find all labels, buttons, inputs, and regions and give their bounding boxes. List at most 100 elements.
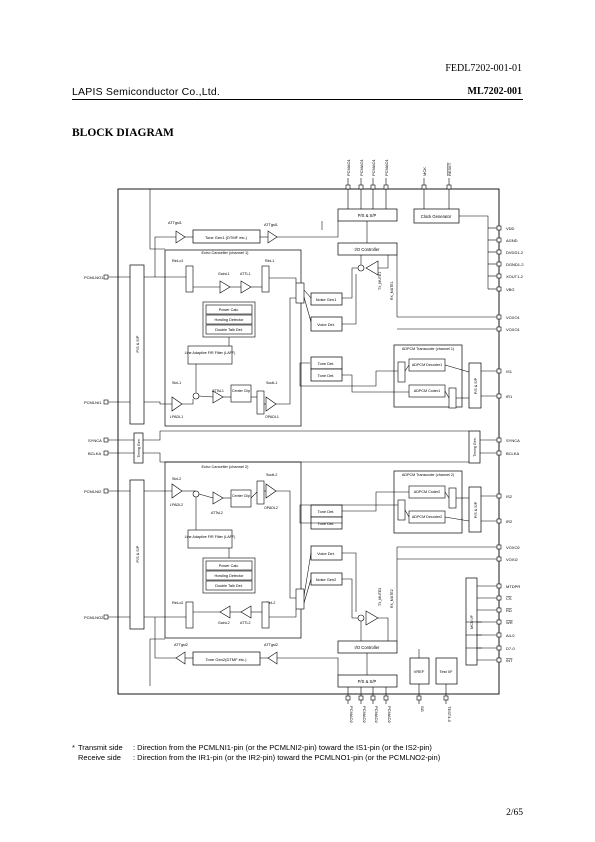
lpad-l1-amp [171, 396, 183, 412]
power-calc1-block [205, 304, 253, 315]
svg-text:MCK: MCK [422, 167, 427, 176]
att-l1-amp [240, 280, 252, 294]
double-talk-det1-block [205, 324, 253, 335]
pin-d7-0: D7-0 [477, 645, 515, 651]
adpcm1-left-box [397, 361, 406, 383]
svg-text:D7-0: D7-0 [506, 646, 515, 651]
double-talk-det2-block [205, 580, 253, 591]
adpcm-coder1-label: ADPCM Coder1 [414, 389, 440, 393]
gain-l2-amp [219, 605, 231, 619]
pin-pcmlni1: PCMLNI1 [84, 399, 130, 405]
top-pins: PCMAO1 PCMAO1 PCMAO1 PCMAO1 MCK RESET [345, 158, 452, 209]
sout-l1-label: SoutL1 [266, 381, 277, 385]
howling-detector2-label: Howling Detector [215, 574, 245, 578]
note-transmit: *Transmit side: Direction from the PCMLN… [72, 743, 440, 753]
io-controller-top-block [337, 242, 398, 256]
howling-detector1-block [205, 314, 253, 325]
adpcm2-left-box [397, 499, 406, 521]
sin-l1-label: SinL1 [172, 381, 181, 385]
laff2-block [187, 529, 233, 549]
att-l2-label: ATTL2 [240, 621, 251, 625]
noise-gen1-block [310, 292, 343, 306]
rinl1-label: RinL1 [265, 259, 274, 263]
sum-node-tx1 [357, 264, 365, 272]
pin-pcmao1-c: PCMAO1 [370, 158, 376, 209]
sout-box2 [256, 480, 265, 505]
note-text: : Direction from the IR1-pin (or the IR2… [133, 753, 441, 762]
note-receive: Receive side : Direction from the IR1-pin… [72, 753, 440, 763]
svg-text:PCMLNO2: PCMLNO2 [84, 615, 104, 620]
header-rule [72, 99, 523, 100]
pin-ir2: IR2 [481, 518, 513, 524]
svg-text:XOUT1-2: XOUT1-2 [506, 274, 524, 279]
howling-detector2-block [205, 570, 253, 581]
svg-text:DVDD1-2: DVDD1-2 [506, 250, 524, 255]
opad-l2-label: OPADL2 [264, 506, 278, 510]
svg-text:PCMAO2: PCMAO2 [387, 706, 392, 724]
pin-pcmao2-a: PCMAO2 [345, 687, 354, 724]
pin-pcmao1-d: PCMAO1 [383, 158, 389, 209]
pin-pcmlni2: PCMLNI2 [84, 488, 130, 494]
att-l2-amp [240, 605, 252, 619]
pin-dvdd: DVDD1-2 [488, 249, 524, 255]
lpad-l1-label: LPADL1 [170, 415, 183, 419]
double-talk-det2-label: Double Talk Det. [215, 584, 243, 588]
svg-text:VOXO1: VOXO1 [506, 327, 521, 332]
atts-l2-amp [212, 491, 224, 505]
rx-mute2-label: RX_MUTE2 [390, 589, 394, 608]
pin-bclka-left: BCLKA [88, 450, 134, 456]
svg-text:VOXO1: VOXO1 [506, 315, 521, 320]
tone-gen1-block [192, 229, 261, 244]
rx-mute1-amp [365, 260, 379, 276]
sout-box1 [256, 390, 265, 415]
io-controller-bottom-block [337, 640, 398, 654]
section-title: BLOCK DIAGRAM [72, 127, 174, 139]
pin-voxi2: VOXI2 [397, 556, 519, 562]
rinlo1-label: RinLo1 [172, 259, 183, 263]
pin-pcmao2-b: PCMAO2 [358, 687, 367, 724]
ps-sp-right1-block [468, 362, 482, 409]
pin-synca-right: SYNCA [480, 437, 520, 443]
voice-det2-label: Voice Det. [317, 551, 335, 556]
svg-text:CS: CS [506, 596, 512, 601]
vref-block [409, 657, 430, 685]
adpcm1-right-box [448, 387, 457, 409]
center-clip1-label: Center Clip [232, 389, 250, 393]
pin-cs: CS [477, 595, 512, 601]
adpcm-transcoder1-label: ADPCM Transcoder (channel 1) [402, 347, 454, 351]
laff1-label: Line Adaptive FIR Filter (LAFF) [185, 351, 236, 355]
echo-canceller2-label: Echo Canceller (channel 2) [202, 464, 250, 469]
pin-dgnd: DGND1-2 [488, 261, 524, 267]
io-controller-bottom-label: I/O Controller [355, 645, 381, 650]
timing-gen-right-block [468, 430, 481, 464]
echo-canceller1-frame [164, 249, 302, 427]
laff2-label: Line Adaptive FIR Filter (LAFF) [185, 535, 236, 539]
power-calc1-label: Power Calc. [219, 308, 239, 312]
mcu-if-block [465, 577, 478, 666]
att-l1-label: ATTL1 [240, 272, 251, 276]
ps-sp-left1-label: P/S & S/P [136, 335, 140, 352]
svg-text:VBG: VBG [506, 287, 514, 292]
voice-det1-label: Voice Det. [317, 322, 335, 327]
svg-text:BCLKA: BCLKA [88, 451, 101, 456]
pin-int: INT [477, 657, 513, 663]
pin-vdd: VDD [488, 225, 515, 231]
svg-text:SYNCA: SYNCA [506, 438, 520, 443]
pin-pcmao2-d: PCMAO2 [383, 687, 392, 724]
test-if-block [435, 657, 458, 685]
atts-l1-label: ATTsL1 [212, 389, 224, 393]
svg-text:PCMAO1: PCMAO1 [371, 158, 376, 176]
ps-sp-top-block [337, 208, 398, 222]
svg-text:PCMAO2: PCMAO2 [362, 706, 367, 724]
sin-l2-label: SinL2 [172, 477, 181, 481]
ps-sp-left2-label: P/S & S/P [136, 545, 140, 562]
note-label: Receive side [78, 753, 121, 762]
pin-test: TEST4-0 [443, 684, 452, 723]
pin-is2: IS2 [481, 493, 513, 499]
ps-sp-bottom-label: P/S & S/P [358, 679, 377, 684]
svg-text:IS2: IS2 [506, 494, 513, 499]
adpcm-decoder1-label: ADPCM Decoder1 [412, 363, 442, 367]
timing-gen-left-label: Timing Gen. [137, 438, 141, 457]
gain-l2-label: GainL2 [218, 621, 230, 625]
svg-text:PCMLNI2: PCMLNI2 [84, 489, 102, 494]
